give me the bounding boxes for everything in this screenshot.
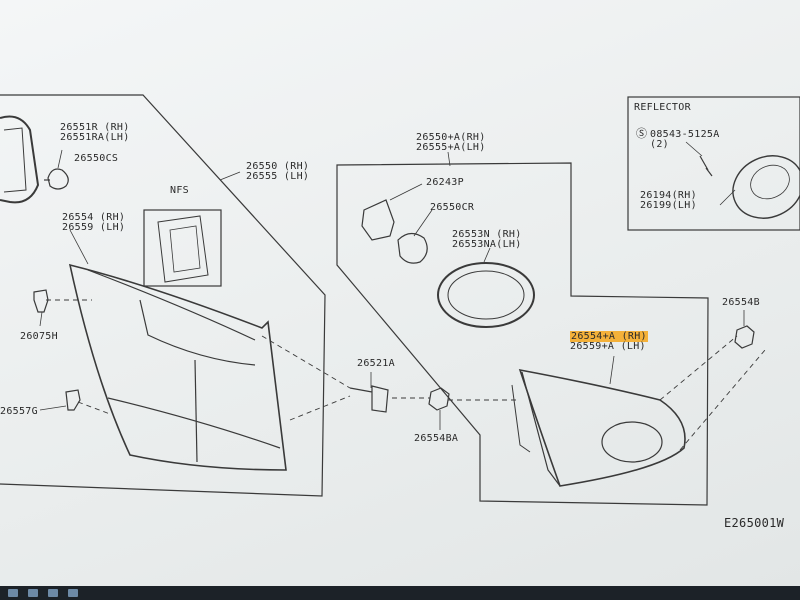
label-26243p: 26243P [426, 177, 464, 188]
reflector-box [627, 96, 800, 231]
gasket-26553n [437, 262, 535, 328]
figure-code: E265001W [724, 516, 785, 530]
label-26551r: 26551R (RH) 26551RA(LH) [60, 122, 130, 143]
label-26075h: 26075H [20, 331, 58, 342]
label-26550-rh: 26550 (RH) 26555 (LH) [246, 161, 310, 182]
nfs-box [143, 209, 222, 287]
nut-26554ba [428, 387, 450, 411]
lamp-socket-part [0, 115, 40, 204]
label-nfs: NFS [170, 185, 189, 196]
label-26554a-highlighted: 26554+A (RH) 26559+A (LH) [570, 331, 648, 352]
label-26550cr: 26550CR [430, 202, 475, 213]
clip-26075h [33, 289, 49, 313]
app-icon[interactable] [68, 589, 78, 597]
label-26550cs: 26550CS [74, 153, 119, 164]
bulb-26550cr [397, 232, 428, 264]
circled-s-icon: Ⓢ [636, 127, 648, 140]
explorer-icon[interactable] [28, 589, 38, 597]
label-26550a: 26550+A(RH) 26555+A(LH) [416, 132, 486, 153]
label-26553n: 26553N (RH) 26553NA(LH) [452, 229, 522, 250]
browser-icon[interactable] [48, 589, 58, 597]
main-lamp-housing [68, 263, 287, 471]
label-26554b: 26554B [722, 297, 760, 308]
label-26554ba: 26554BA [414, 433, 459, 444]
bulb-26550cs [47, 168, 69, 190]
reflector-disc [732, 155, 800, 219]
nut-26554b [734, 325, 755, 349]
taskbar [0, 586, 800, 600]
label-26554: 26554 (RH) 26559 (LH) [62, 212, 126, 233]
clip-26557g [65, 389, 81, 411]
left-assembly-boundary [0, 94, 326, 497]
socket-26243p [361, 199, 395, 241]
screw-26521a [349, 385, 389, 413]
label-26521a: 26521A [357, 358, 395, 369]
reflector-title: REFLECTOR [634, 102, 691, 113]
inner-lamp-26554a [518, 368, 686, 487]
windows-icon[interactable] [8, 589, 18, 597]
label-26557g: 26557G [0, 406, 38, 417]
label-26194: 26194(RH) 26199(LH) [640, 190, 697, 211]
center-assembly-boundary [336, 162, 709, 506]
label-08543: 08543-5125A (2) [650, 129, 720, 150]
